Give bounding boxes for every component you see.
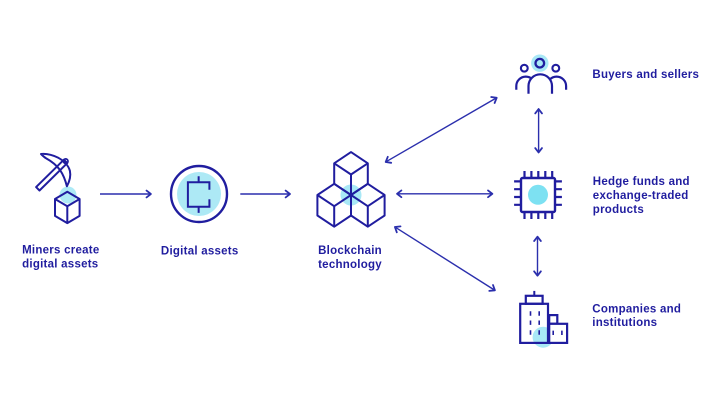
svg-text:digital assets: digital assets: [22, 259, 98, 271]
svg-text:Buyers and sellers: Buyers and sellers: [592, 69, 699, 81]
svg-text:technology: technology: [318, 259, 382, 271]
svg-text:Companies and: Companies and: [592, 303, 681, 315]
svg-text:products: products: [593, 204, 644, 216]
svg-text:exchange-traded: exchange-traded: [593, 190, 689, 202]
svg-text:Miners create: Miners create: [22, 245, 99, 257]
svg-text:Digital assets: Digital assets: [161, 246, 239, 258]
svg-text:institutions: institutions: [592, 317, 657, 329]
svg-text:Blockchain: Blockchain: [318, 245, 382, 257]
svg-text:Hedge funds and: Hedge funds and: [593, 176, 690, 188]
